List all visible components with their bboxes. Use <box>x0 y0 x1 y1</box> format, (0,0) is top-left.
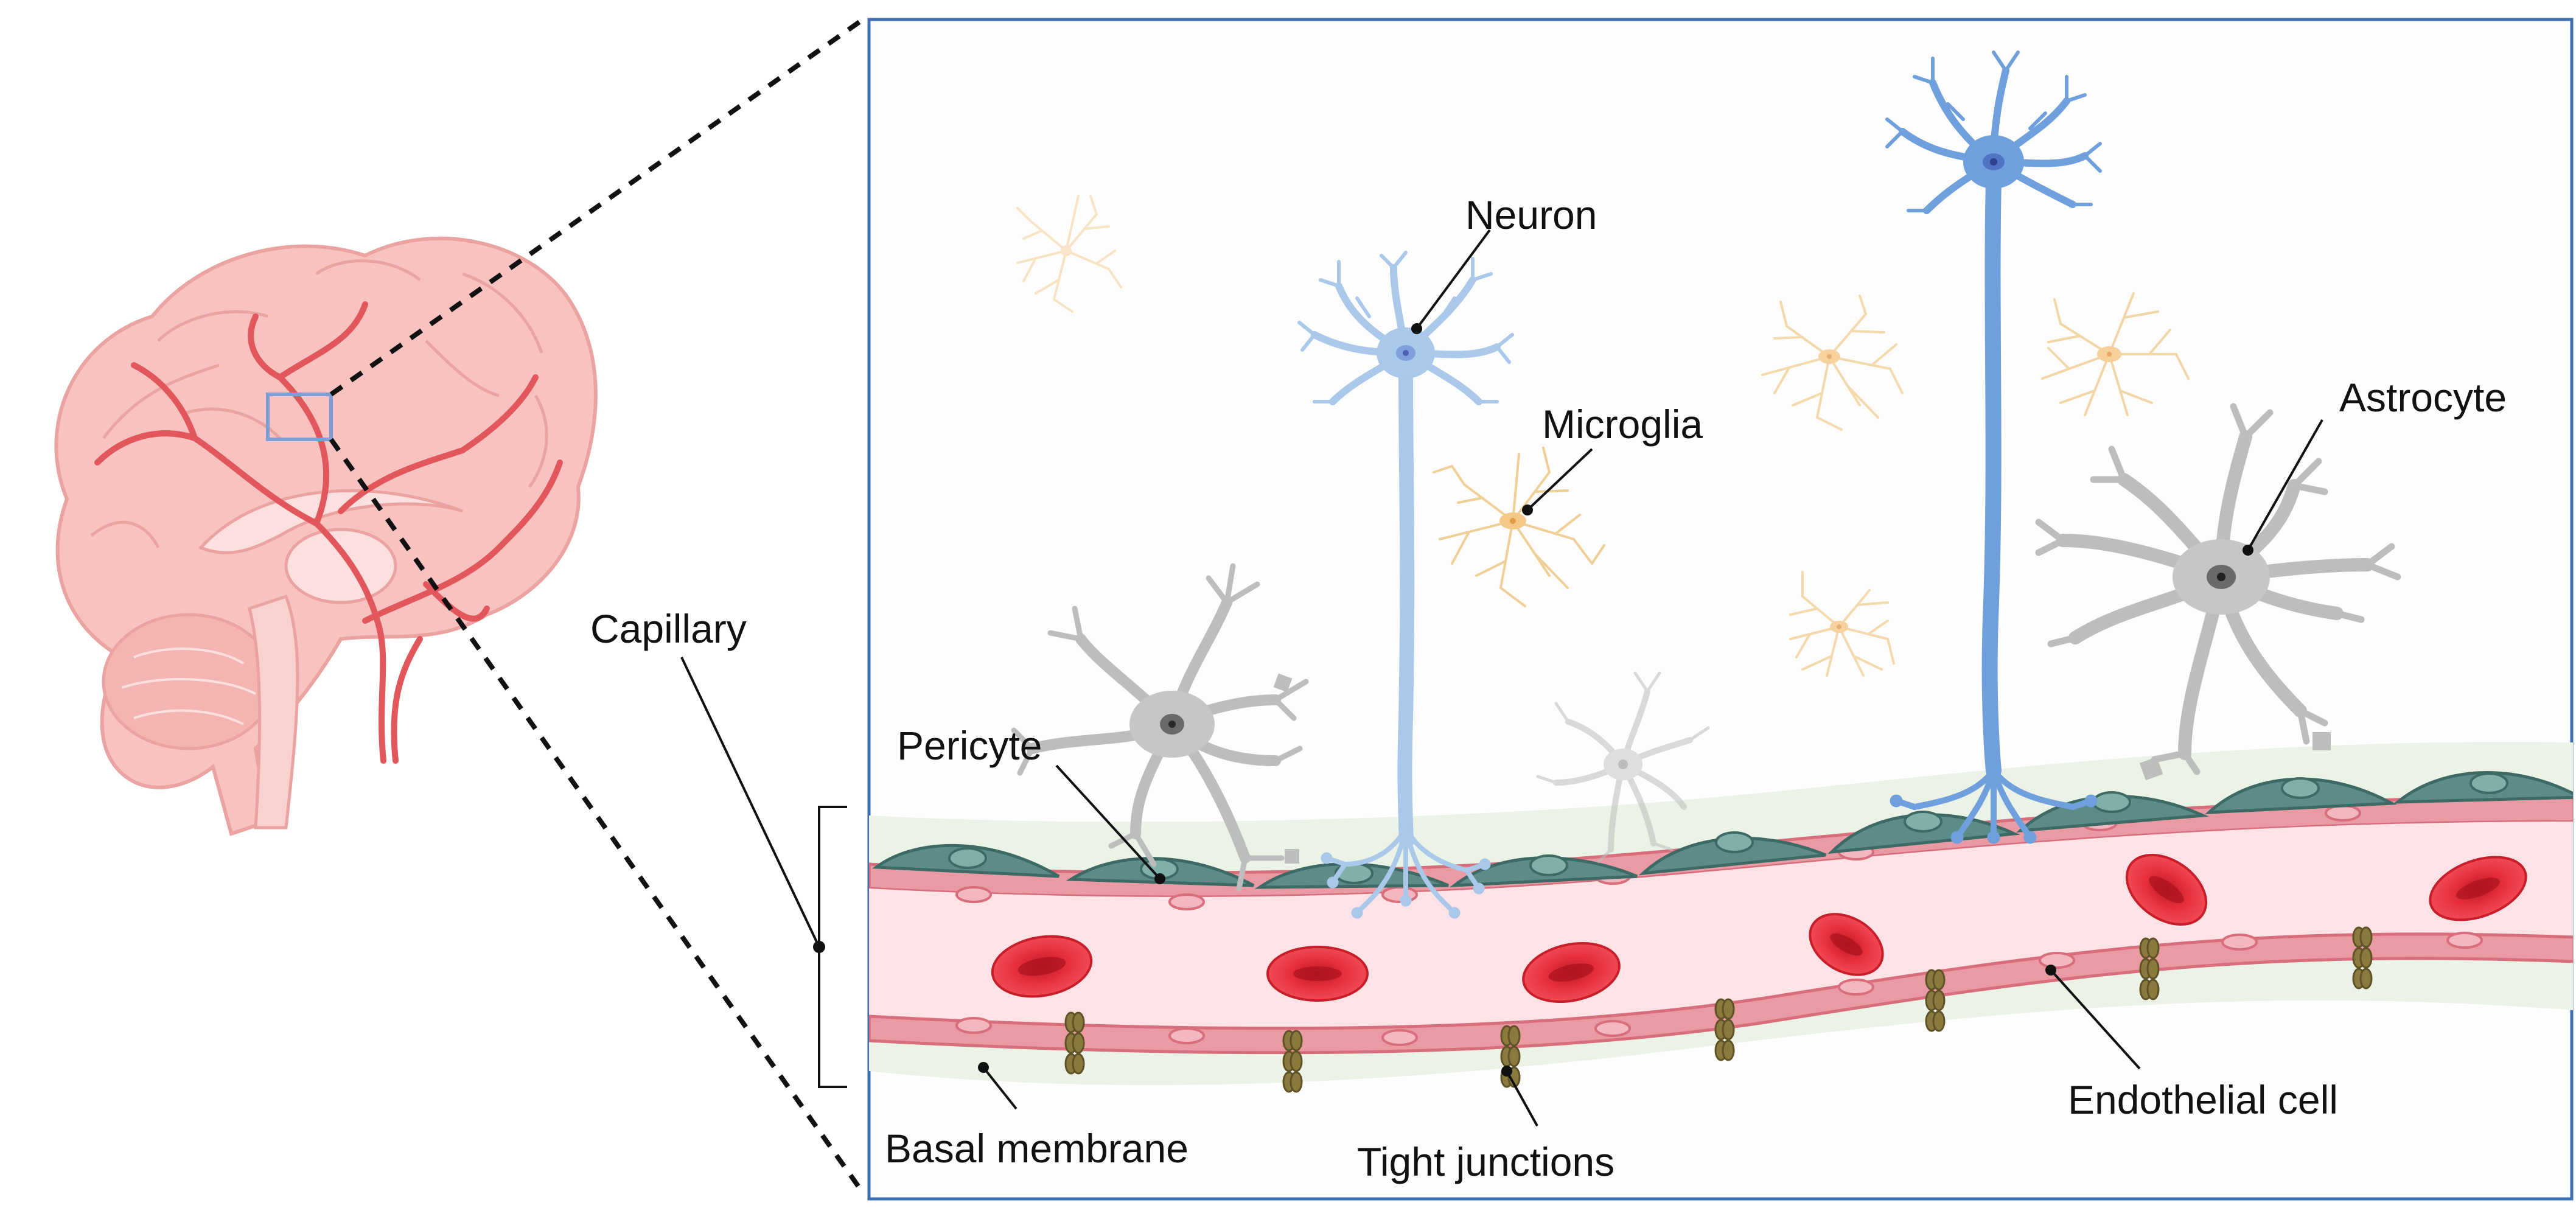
red-blood-cells <box>991 853 2527 1003</box>
corpus-callosum <box>198 489 463 554</box>
microglia-cells <box>1016 195 2190 677</box>
microglia-cell <box>2041 292 2190 416</box>
microglia-label: Microglia <box>1542 402 1703 447</box>
microglia-cell <box>1433 447 1605 607</box>
capillary-dot <box>813 941 825 953</box>
neuron-cell <box>1885 51 2102 844</box>
zoom-box <box>266 393 333 441</box>
pericyte-label: Pericyte <box>897 723 1042 768</box>
thalamus <box>284 528 397 604</box>
brain-vessels <box>94 301 563 764</box>
zoom-panel-content <box>869 51 2573 1093</box>
zoom-lines <box>329 17 865 1195</box>
pericyte-nuclei <box>948 772 2508 884</box>
pericyte-leader <box>1055 764 1161 880</box>
neuron-leader <box>1415 229 1491 330</box>
astrocyte-leader <box>2247 419 2323 551</box>
basal-membrane-label: Basal membrane <box>885 1126 1189 1171</box>
neuron-cells <box>1297 51 2102 919</box>
microglia-dot <box>1522 505 1533 515</box>
endothelial-cell-leader <box>2050 969 2141 1070</box>
brain-illustration <box>54 236 598 836</box>
brainstem <box>248 594 299 829</box>
capillary-label: Capillary <box>590 606 747 651</box>
astrocyte-cells <box>1011 403 2401 892</box>
capillary-leader <box>680 657 820 948</box>
neuron-dot <box>1411 323 1422 334</box>
astrocyte-cell <box>1011 563 1309 892</box>
astrocyte-cell <box>1536 671 1710 864</box>
tight-junctions <box>1064 926 2373 1093</box>
microglia-cell <box>1016 195 1122 313</box>
microglia-cell <box>1789 571 1895 677</box>
astrocyte-cell <box>2035 403 2401 781</box>
neuron-label: Neuron <box>1465 192 1597 237</box>
endothelial-cell-label: Endothelial cell <box>2068 1077 2338 1122</box>
astrocyte-label: Astrocyte <box>2339 375 2507 420</box>
cerebellum <box>102 613 276 750</box>
pericyte-dot <box>1154 873 1165 884</box>
neuron-cell <box>1297 251 1514 919</box>
microglia-cell <box>1761 295 1904 431</box>
basal-membrane-leader <box>982 1066 1017 1110</box>
cerebellum-folia <box>121 648 256 725</box>
brain-gyri <box>90 259 548 549</box>
microglia-leader <box>1526 448 1593 511</box>
tight-junctions-label: Tight junctions <box>1357 1139 1614 1184</box>
tight-junctions-leader <box>1506 1070 1538 1126</box>
astrocyte-dot <box>2243 545 2253 556</box>
